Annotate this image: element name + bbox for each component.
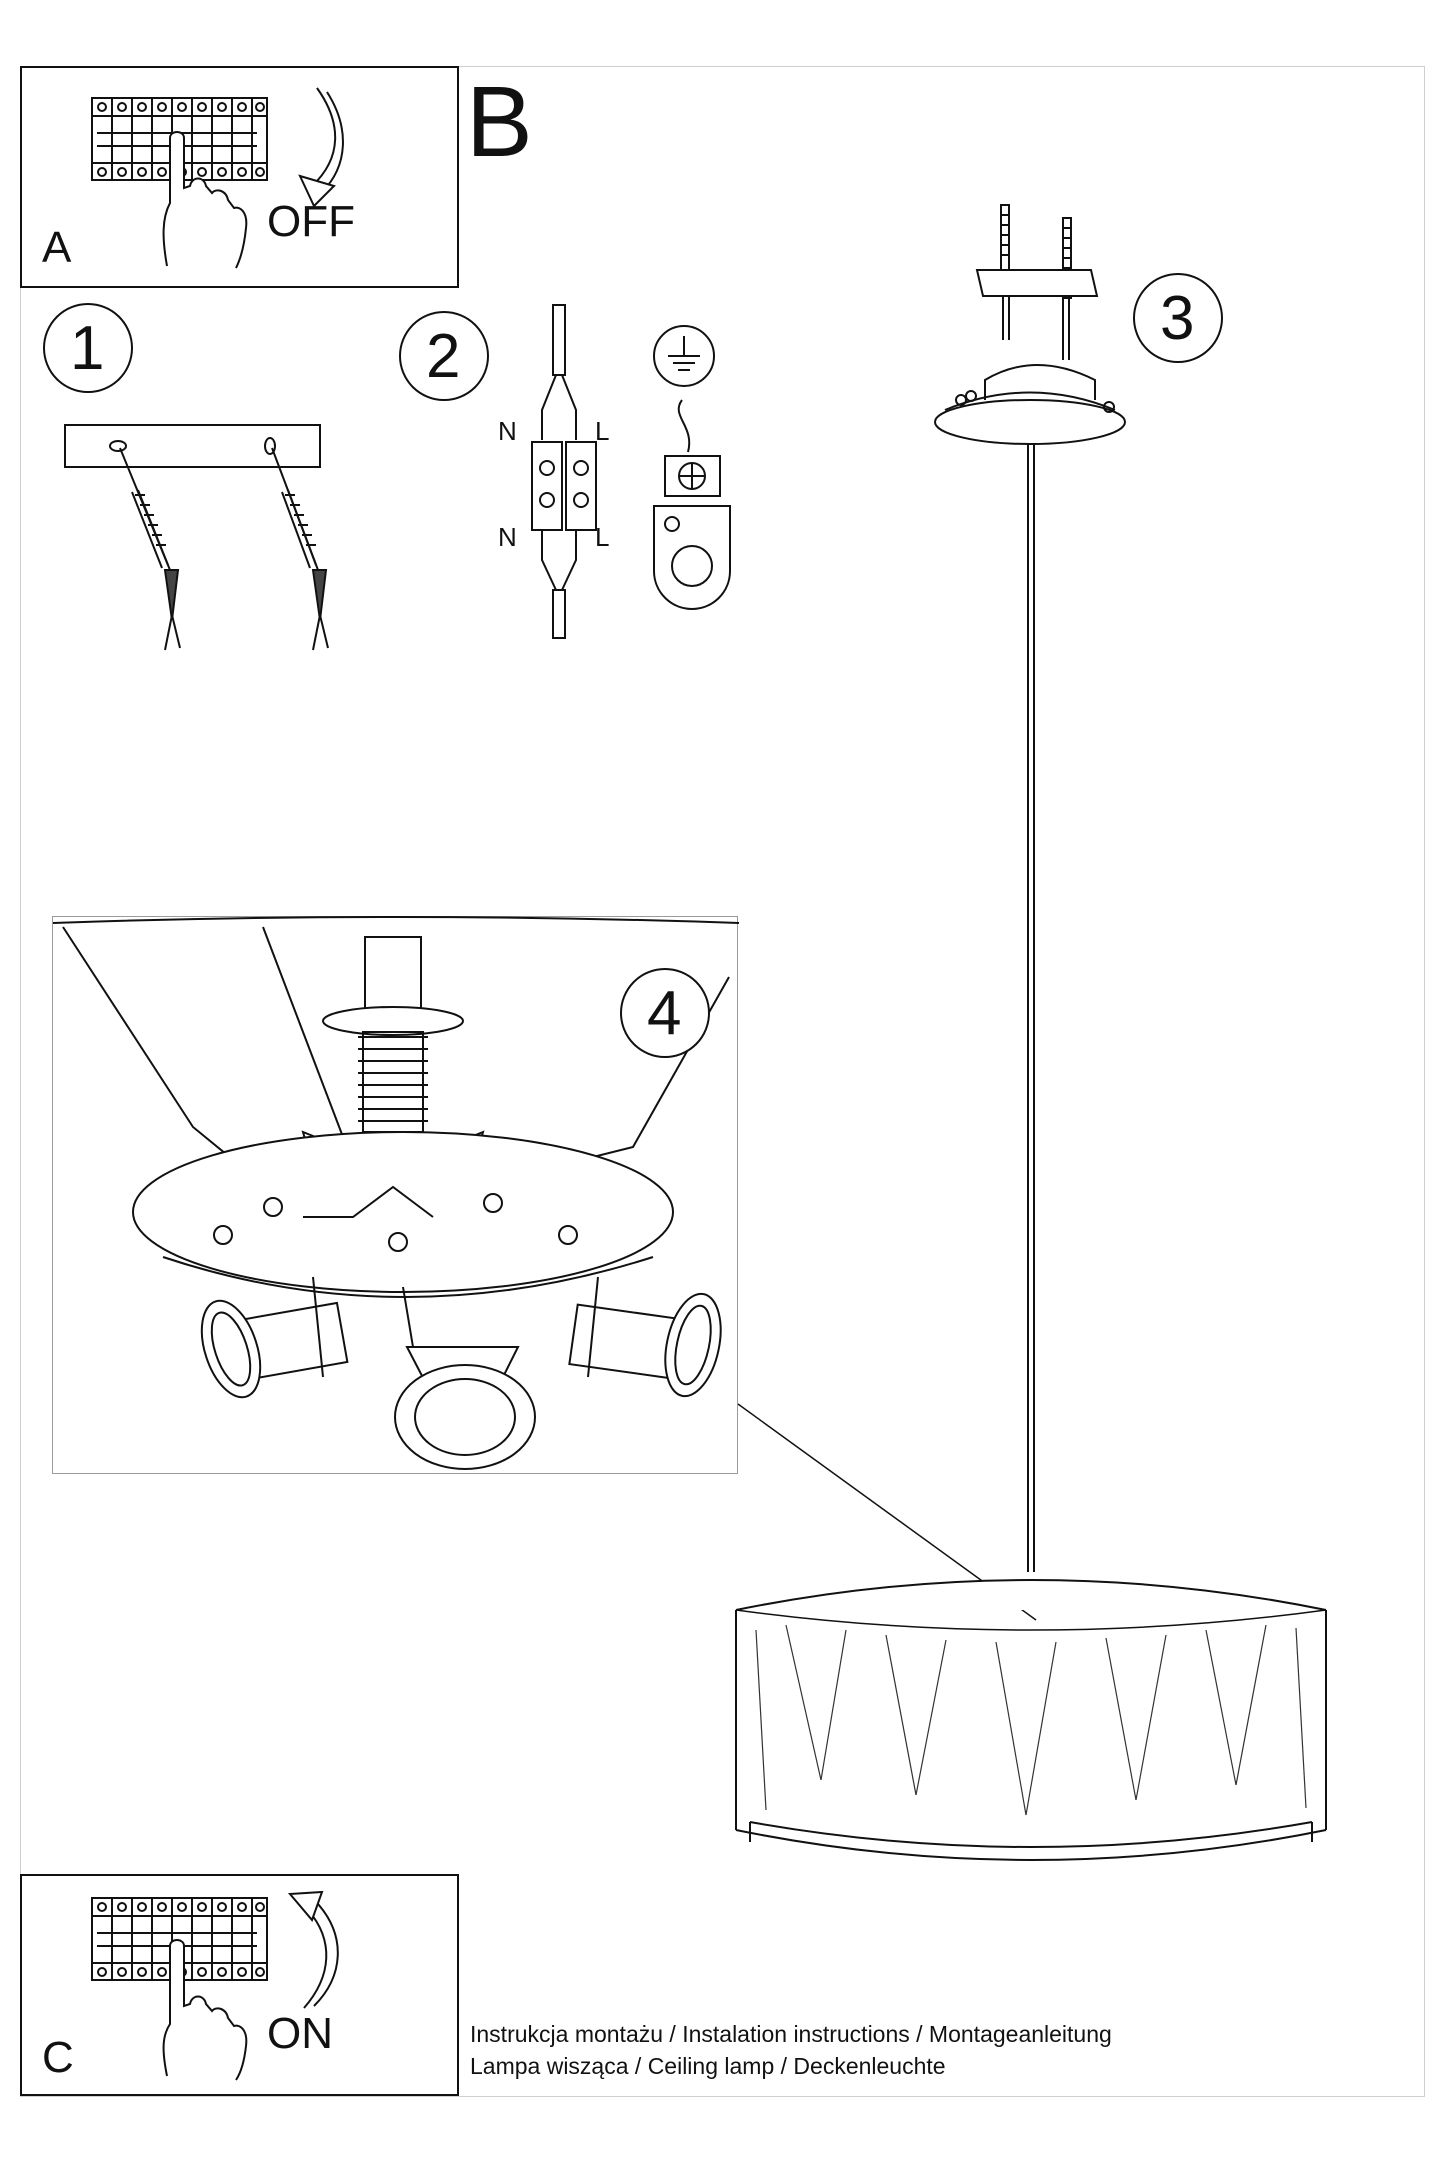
switch-on-label: ON: [267, 2009, 333, 2058]
wire-label-l-top: L: [595, 416, 610, 446]
arrow-up-icon: [287, 1890, 339, 2009]
socket-assembly-detail: [52, 916, 740, 1470]
panel-a-letter: A: [42, 223, 72, 272]
page-frame: [20, 66, 1425, 2097]
step-2-number-circle: [399, 311, 489, 401]
step-4-number-circle: [620, 968, 710, 1058]
ground-terminal-icon: [653, 399, 731, 610]
detail-step-4-box: 4: [52, 916, 740, 1474]
breaker-panel-icon: [91, 1897, 268, 1981]
step-2-number: 2: [426, 322, 461, 391]
arrow-down-icon: [298, 87, 344, 208]
ground-symbol-icon: [653, 325, 715, 387]
wire-label-l-bottom: L: [595, 522, 610, 552]
terminal-block-diagram: [531, 304, 597, 639]
hand-icon: [162, 1939, 248, 2081]
step-4-number: 4: [647, 979, 682, 1048]
step-1-number-circle: [43, 303, 133, 393]
mounting-bracket-with-dowels: [64, 424, 329, 651]
caption-line-2: Lampa wisząca / Ceiling lamp / Deckenleu…: [470, 2053, 946, 2079]
panel-c-letter: C: [42, 2033, 74, 2082]
caption-line-1: Instrukcja montażu / Instalation instruc…: [470, 2021, 1112, 2047]
step-1-number: 1: [70, 314, 105, 383]
label-b: B: [466, 66, 533, 178]
panel-a-switch-off: OFF A: [20, 66, 459, 288]
wire-label-n-bottom: N: [498, 522, 517, 552]
hand-icon: [162, 131, 248, 269]
suspension-rod: [1027, 444, 1035, 1572]
step-3-number-circle: [1133, 273, 1223, 363]
switch-off-label: OFF: [267, 197, 355, 246]
ceiling-canopy-with-screws: [934, 204, 1126, 445]
panel-c-switch-on: ON C: [20, 1874, 459, 2096]
wire-label-n-top: N: [498, 416, 517, 446]
lamp-shade: [735, 1579, 1327, 1861]
step-3-number: 3: [1160, 284, 1195, 353]
